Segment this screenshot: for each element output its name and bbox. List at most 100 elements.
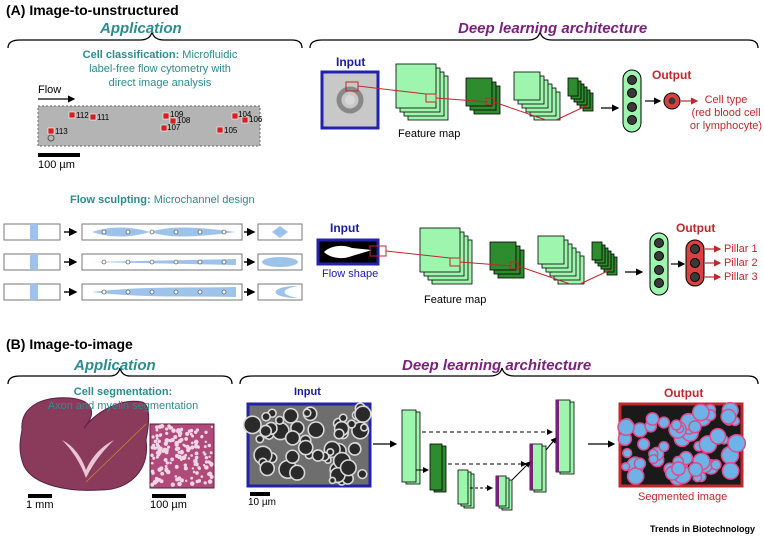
- axon-dot: [209, 451, 213, 455]
- axon-cell: [339, 459, 357, 477]
- axon-segment: [619, 433, 631, 445]
- section-a-left-header: Application: [100, 20, 182, 37]
- axon-dot: [159, 479, 164, 484]
- connection-line: [385, 250, 451, 259]
- axon-dot: [204, 430, 208, 434]
- axon-dot: [175, 477, 179, 482]
- axon-dot: [156, 454, 159, 457]
- connection-line: [555, 105, 587, 121]
- flow-sculpting-title: Flow sculpting:: [70, 194, 151, 206]
- conv-layer: [537, 235, 565, 265]
- axon-dot: [177, 438, 183, 444]
- axon-dot: [155, 425, 159, 430]
- b-output-caption: Segmented image: [638, 491, 728, 503]
- b-input-label: Input: [294, 386, 321, 398]
- net2-feature-map-label: Feature map: [424, 294, 487, 306]
- pillar: [197, 259, 203, 265]
- axon-dot: [170, 457, 175, 462]
- connection-line: [435, 97, 489, 103]
- axon-dot: [192, 470, 196, 474]
- axon-dot: [157, 424, 163, 429]
- axon-segment: [649, 455, 658, 463]
- unet-encoder-layer: [457, 469, 469, 505]
- axon-dot: [155, 451, 160, 455]
- axon-dot: [202, 451, 206, 454]
- pillar: [221, 289, 227, 295]
- axon-dot: [169, 461, 172, 465]
- axon-dot: [177, 454, 182, 460]
- axon-dot: [174, 442, 179, 447]
- axon-segment: [633, 423, 647, 437]
- axon-segment: [693, 405, 709, 420]
- pillar: [221, 259, 227, 265]
- scale-label-cyt: 100 µm: [38, 159, 75, 171]
- pillar: [101, 289, 107, 295]
- axon-dot: [185, 444, 190, 449]
- axon-dot: [158, 446, 163, 451]
- axon-dot: [159, 433, 163, 437]
- axon-segment: [672, 462, 685, 475]
- axon-cell: [346, 419, 357, 429]
- cell-id: 107: [167, 123, 181, 132]
- upsample-arrow: [545, 437, 557, 451]
- pillar: [173, 289, 179, 295]
- axon-dot: [153, 446, 157, 450]
- axon-dot: [176, 428, 181, 433]
- net1-result-label: Cell type (red blood cell or lymphocyte): [689, 94, 763, 132]
- axon-dot: [150, 445, 155, 450]
- pillar-3-label: Pillar 3: [724, 271, 758, 283]
- cell-id: 105: [224, 126, 238, 135]
- axon-dot: [207, 460, 211, 464]
- network-1: [320, 63, 699, 133]
- flow-stream: [30, 254, 38, 270]
- pillar: [221, 229, 227, 235]
- axon-segment: [723, 463, 739, 479]
- axon-cell: [359, 423, 369, 432]
- axon-cell: [259, 460, 276, 477]
- axon-dot: [155, 428, 159, 432]
- axon-dot: [190, 445, 195, 450]
- axon-dot: [202, 464, 206, 467]
- axon-cell: [242, 415, 262, 435]
- unet-concat-marker: [530, 444, 533, 490]
- axon-cell: [338, 413, 348, 423]
- cell-id: 109: [170, 110, 184, 119]
- axon-dot: [194, 455, 199, 460]
- axon-dot: [165, 427, 169, 431]
- fc-layer-2: [649, 232, 669, 296]
- pillar-1-label: Pillar 1: [724, 243, 758, 255]
- axon-cell: [274, 415, 285, 425]
- cell-id: 111: [97, 113, 110, 122]
- pillar: [149, 259, 155, 265]
- unet-diagram: [401, 399, 575, 511]
- axon-dot: [190, 441, 194, 445]
- axon-cell: [282, 407, 299, 424]
- axon-dot: [191, 467, 195, 470]
- axon-dot: [174, 475, 178, 478]
- axon-dot: [210, 464, 213, 467]
- axon-segment: [618, 419, 634, 435]
- axon-dot: [179, 478, 184, 483]
- axon-segment: [728, 435, 745, 452]
- scale-label-1mm: 1 mm: [26, 499, 54, 511]
- axon-segment: [689, 421, 701, 433]
- axon-segment: [711, 460, 721, 469]
- axon-dot: [200, 435, 204, 439]
- pillar: [101, 259, 107, 265]
- pillar: [149, 289, 155, 295]
- axon-dot: [157, 439, 161, 443]
- axon-dot: [207, 471, 213, 477]
- axon-segment: [672, 420, 681, 430]
- pillar: [197, 289, 203, 295]
- sem-input-image: [242, 402, 372, 488]
- axon-dot: [155, 437, 159, 440]
- axon-dot: [164, 438, 170, 443]
- axon-dot: [166, 445, 171, 449]
- section-b-right-header: Deep learning architecture: [402, 357, 592, 374]
- axon-dot: [207, 443, 212, 448]
- axon-dot: [178, 476, 181, 480]
- axon-dot: [204, 465, 209, 470]
- axon-dot: [184, 437, 189, 441]
- pillar: [125, 289, 131, 295]
- axon-dot: [150, 453, 154, 457]
